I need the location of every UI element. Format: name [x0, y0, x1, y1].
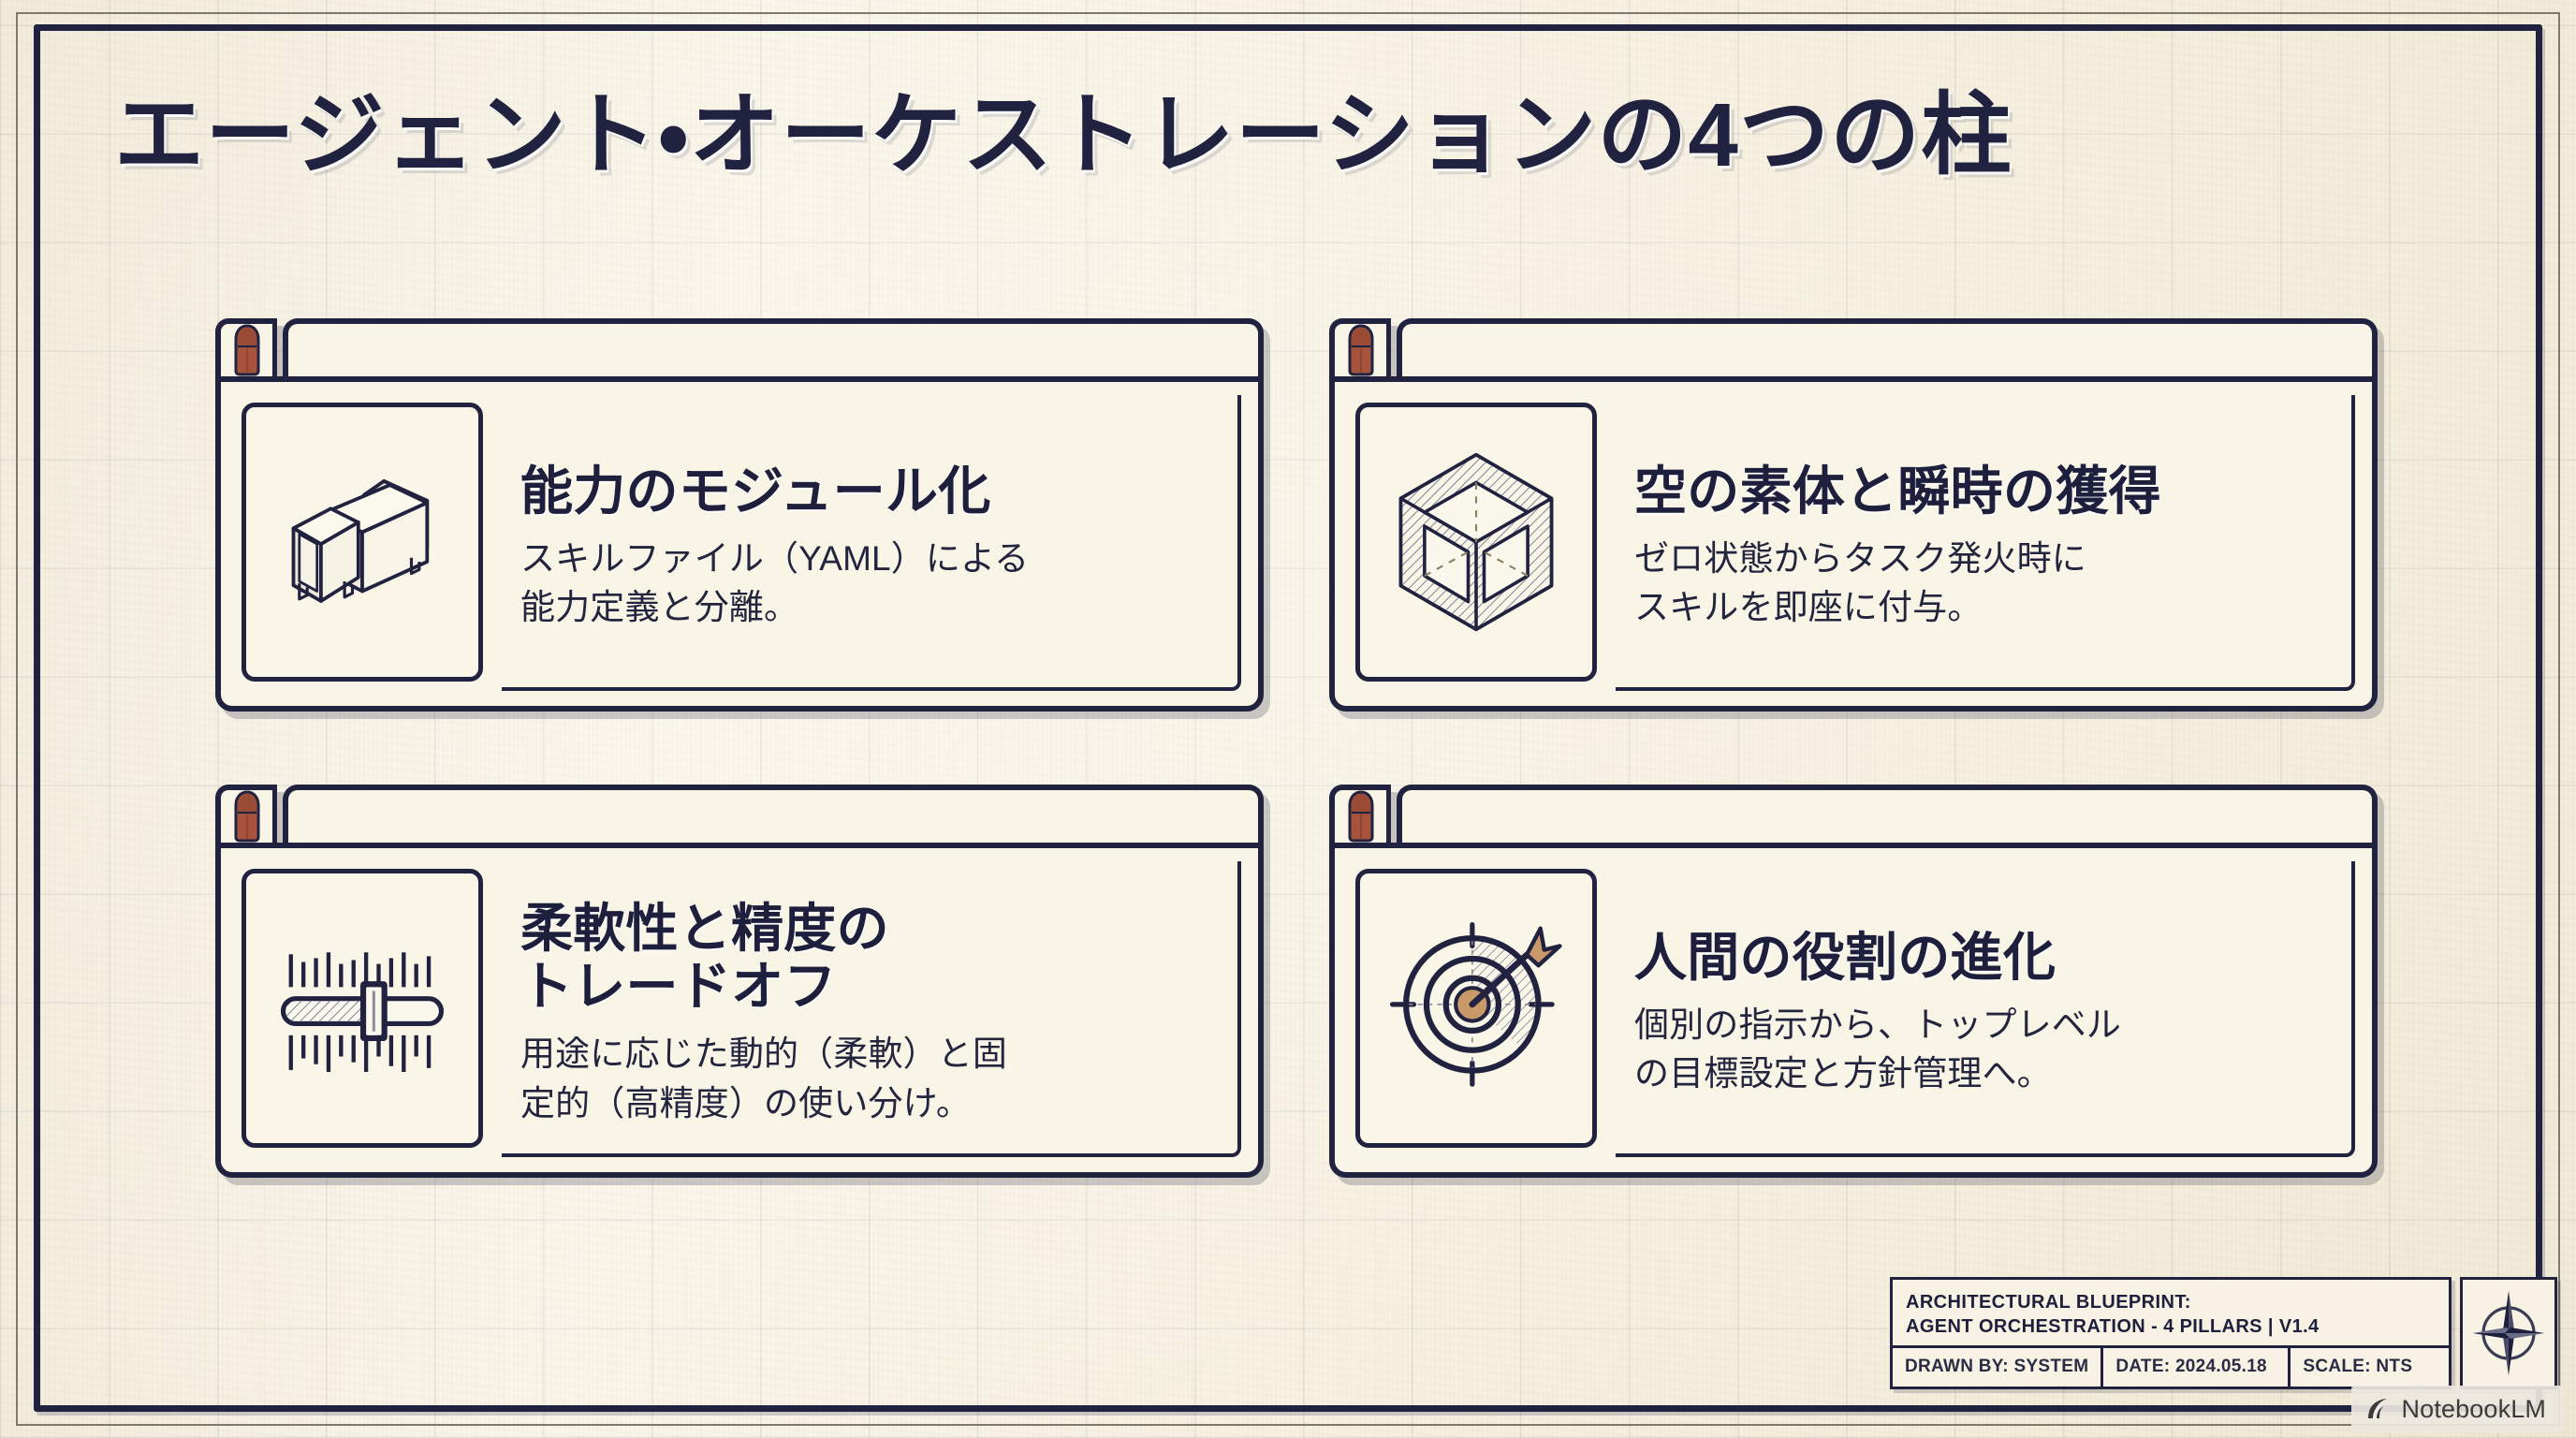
card-tab-bar — [283, 785, 1264, 843]
bullet-marker-icon — [234, 790, 259, 843]
isometric-hollow-cube-icon — [1398, 452, 1554, 632]
card-header-strip — [1329, 318, 2378, 376]
compass-rose-icon — [2473, 1291, 2544, 1375]
card-header-strip — [1329, 785, 2378, 843]
card-icon-frame — [1355, 869, 1597, 1148]
card-title: 能力のモジュール化 — [520, 462, 991, 521]
card-description-line: スキルを即座に付与。 — [1634, 588, 1983, 627]
card-title: 柔軟性と精度の トレードオフ — [520, 898, 1202, 1017]
compass-rose-box — [2460, 1277, 2557, 1389]
card-description-line: の目標設定と方針管理へ。 — [1634, 1054, 2052, 1093]
inner-frame-border — [34, 24, 2542, 1412]
card-title: 人間の役割の進化 — [1634, 928, 2056, 988]
bullet-marker-icon — [1348, 324, 1373, 376]
drawing-title-block: ARCHITECTURAL BLUEPRINT: AGENT ORCHESTRA… — [1890, 1277, 2452, 1389]
card-icon-frame — [1355, 403, 1597, 682]
card-tab-bar — [1397, 785, 2378, 843]
card-body: 空の素体と瞬時の獲得 ゼロ状態からタスク発火時に スキルを即座に付与。 — [1329, 376, 2378, 712]
title-block-drawn-by: DRAWN BY: SYSTEM — [1893, 1347, 2104, 1387]
card-title-line: トレードオフ — [520, 957, 837, 1017]
card-description: 用途に応じた動的（柔軟）と固 定的（高精度）の使い分け。 — [520, 1030, 1202, 1128]
card-title-line: 柔軟性と精度の — [520, 898, 889, 958]
card-description: ゼロ状態からタスク発火時に スキルを即座に付与。 — [1634, 535, 2316, 633]
isometric-module-blocks-icon — [291, 479, 430, 603]
card-description: 個別の指示から、トップレベル の目標設定と方針管理へ。 — [1634, 1001, 2316, 1099]
card-body: 柔軟性と精度の トレードオフ 用途に応じた動的（柔軟）と固 定的（高精度）の使い… — [215, 843, 1264, 1178]
pillar-card-human-role[interactable]: 人間の役割の進化 個別の指示から、トップレベル の目標設定と方針管理へ。 — [1329, 785, 2378, 1178]
card-text-column: 空の素体と瞬時の獲得 ゼロ状態からタスク発火時に スキルを即座に付与。 — [1597, 403, 2348, 682]
card-header-strip — [215, 785, 1264, 843]
card-title: 空の素体と瞬時の獲得 — [1634, 462, 2161, 521]
title-block-heading: ARCHITECTURAL BLUEPRINT: AGENT ORCHESTRA… — [1893, 1280, 2449, 1348]
title-block-line-1: ARCHITECTURAL BLUEPRINT: — [1906, 1292, 2191, 1313]
target-with-arrow-icon — [1389, 921, 1562, 1087]
card-header-strip — [215, 318, 1264, 376]
card-tab-pin — [215, 318, 277, 376]
notebooklm-logo-icon — [2367, 1399, 2387, 1418]
card-text-column: 人間の役割の進化 個別の指示から、トップレベル の目標設定と方針管理へ。 — [1597, 869, 2348, 1148]
title-block-line-2: AGENT ORCHESTRATION - 4 PILLARS | V1.4 — [1906, 1316, 2320, 1338]
bullet-marker-icon — [1348, 790, 1373, 843]
card-description-line: ゼロ状態からタスク発火時に — [1634, 538, 2086, 578]
card-description-line: 個別の指示から、トップレベル — [1634, 1005, 2122, 1044]
pillar-card-empty-shell[interactable]: 空の素体と瞬時の獲得 ゼロ状態からタスク発火時に スキルを即座に付与。 — [1329, 318, 2378, 712]
card-description-line: 能力定義と分離。 — [520, 588, 799, 627]
card-icon-frame — [242, 403, 483, 682]
title-block-meta-row: DRAWN BY: SYSTEM DATE: 2024.05.18 SCALE:… — [1893, 1347, 2449, 1387]
card-icon-frame — [242, 869, 483, 1148]
card-tab-bar — [1397, 318, 2378, 376]
slider-gauge-icon — [280, 952, 445, 1072]
card-text-column: 柔軟性と精度の トレードオフ 用途に応じた動的（柔軟）と固 定的（高精度）の使い… — [483, 869, 1234, 1148]
card-body: 人間の役割の進化 個別の指示から、トップレベル の目標設定と方針管理へ。 — [1329, 843, 2378, 1178]
card-body: 能力のモジュール化 スキルファイル（YAML）による 能力定義と分離。 — [215, 376, 1264, 712]
card-description-line: 定的（高精度）の使い分け。 — [520, 1083, 972, 1123]
title-block-date: DATE: 2024.05.18 — [2103, 1347, 2291, 1387]
notebooklm-watermark-label: NotebookLM — [2401, 1394, 2546, 1423]
outer-frame-border — [16, 12, 2560, 1426]
title-block-scale: SCALE: NTS — [2303, 1357, 2413, 1377]
pillar-card-grid: 能力のモジュール化 スキルファイル（YAML）による 能力定義と分離。 — [215, 318, 2378, 1215]
card-tab-pin — [1329, 785, 1391, 843]
pillar-card-flexibility-precision[interactable]: 柔軟性と精度の トレードオフ 用途に応じた動的（柔軟）と固 定的（高精度）の使い… — [215, 785, 1264, 1178]
card-tab-pin — [215, 785, 277, 843]
card-tab-bar — [283, 318, 1264, 376]
card-description-line: スキルファイル（YAML）による — [520, 538, 1030, 578]
card-description: スキルファイル（YAML）による 能力定義と分離。 — [520, 535, 1202, 633]
card-text-column: 能力のモジュール化 スキルファイル（YAML）による 能力定義と分離。 — [483, 403, 1234, 682]
notebooklm-watermark: NotebookLM — [2350, 1386, 2563, 1432]
bullet-marker-icon — [234, 324, 259, 376]
pillar-card-modularity[interactable]: 能力のモジュール化 スキルファイル（YAML）による 能力定義と分離。 — [215, 318, 1264, 712]
page-title: エージェント・オーケストレーションの4つの柱 — [114, 85, 2012, 185]
card-description-line: 用途に応じた動的（柔軟）と固 — [520, 1034, 1008, 1074]
card-tab-pin — [1329, 318, 1391, 376]
